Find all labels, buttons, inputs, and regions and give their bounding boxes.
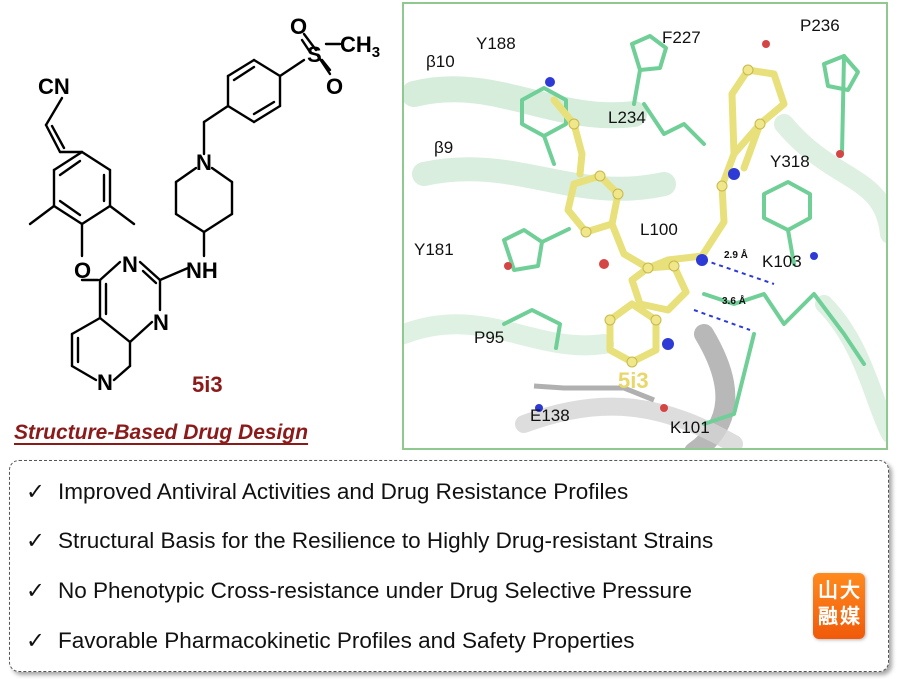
residue-label: L100: [640, 220, 678, 239]
residue-label: L234: [608, 108, 646, 127]
residue-label: P95: [474, 328, 505, 347]
highlight-text: Favorable Pharmacokinetic Profiles and S…: [58, 628, 635, 653]
binding-pose-illustration: [404, 34, 886, 448]
pyridine-n-label: N: [97, 370, 113, 395]
highlight-item: ✓ Favorable Pharmacokinetic Profiles and …: [26, 628, 635, 654]
binding-pose-panel: Y188 F227 P236 β10 L234 β9 Y318 L100 K10…: [402, 2, 888, 450]
ether-o-label: O: [74, 258, 91, 283]
media-watermark-badge: 山 大 融 媒: [813, 573, 865, 639]
strand-label: β10: [426, 52, 455, 71]
highlight-text: No Phenotypic Cross-resistance under Dru…: [58, 578, 693, 603]
residue-label: Y181: [414, 240, 454, 259]
check-icon: ✓: [26, 578, 45, 603]
sulfonyl-o-bottom: O: [326, 74, 343, 99]
hbond-distance: 3.6 Å: [722, 296, 746, 307]
highlight-text: Improved Antiviral Activities and Drug R…: [58, 479, 629, 504]
highlight-item: ✓ Improved Antiviral Activities and Drug …: [26, 479, 628, 505]
highlight-text: Structural Basis for the Resilience to H…: [58, 528, 714, 553]
residue-label: F227: [662, 28, 701, 47]
sulfonyl-o-top: O: [290, 14, 307, 39]
piperidine-n-label: N: [196, 150, 212, 175]
sulfur-label: S: [307, 42, 322, 67]
pyrimidine-n1-label: N: [122, 252, 138, 277]
residue-label: K101: [670, 418, 710, 437]
strand-label: β9: [434, 138, 454, 157]
highlight-item: ✓ Structural Basis for the Resilience to …: [26, 528, 713, 554]
residue-label: Y188: [476, 34, 516, 53]
compound-label: 5i3: [192, 372, 223, 397]
pyrimidine-n2-label: N: [153, 310, 169, 335]
ligand-label: 5i3: [618, 368, 649, 393]
residue-label: Y318: [770, 152, 810, 171]
chemical-structure: CN S O O CH3 N NH O N N N: [28, 14, 380, 395]
sbdd-title: Structure-Based Drug Design: [14, 421, 309, 444]
residue-label: P236: [800, 16, 840, 35]
check-icon: ✓: [26, 479, 45, 504]
hbond-distance: 2.9 Å: [724, 250, 748, 261]
residue-label: E138: [530, 406, 570, 425]
nitrile-label: CN: [38, 74, 70, 99]
amine-label: NH: [186, 258, 218, 283]
highlight-item: ✓ No Phenotypic Cross-resistance under Dr…: [26, 578, 692, 604]
highlights-box: ✓ Improved Antiviral Activities and Drug …: [9, 460, 889, 672]
methyl-label: CH3: [340, 32, 380, 61]
residue-label: K103: [762, 252, 802, 271]
check-icon: ✓: [26, 528, 45, 553]
check-icon: ✓: [26, 628, 45, 653]
